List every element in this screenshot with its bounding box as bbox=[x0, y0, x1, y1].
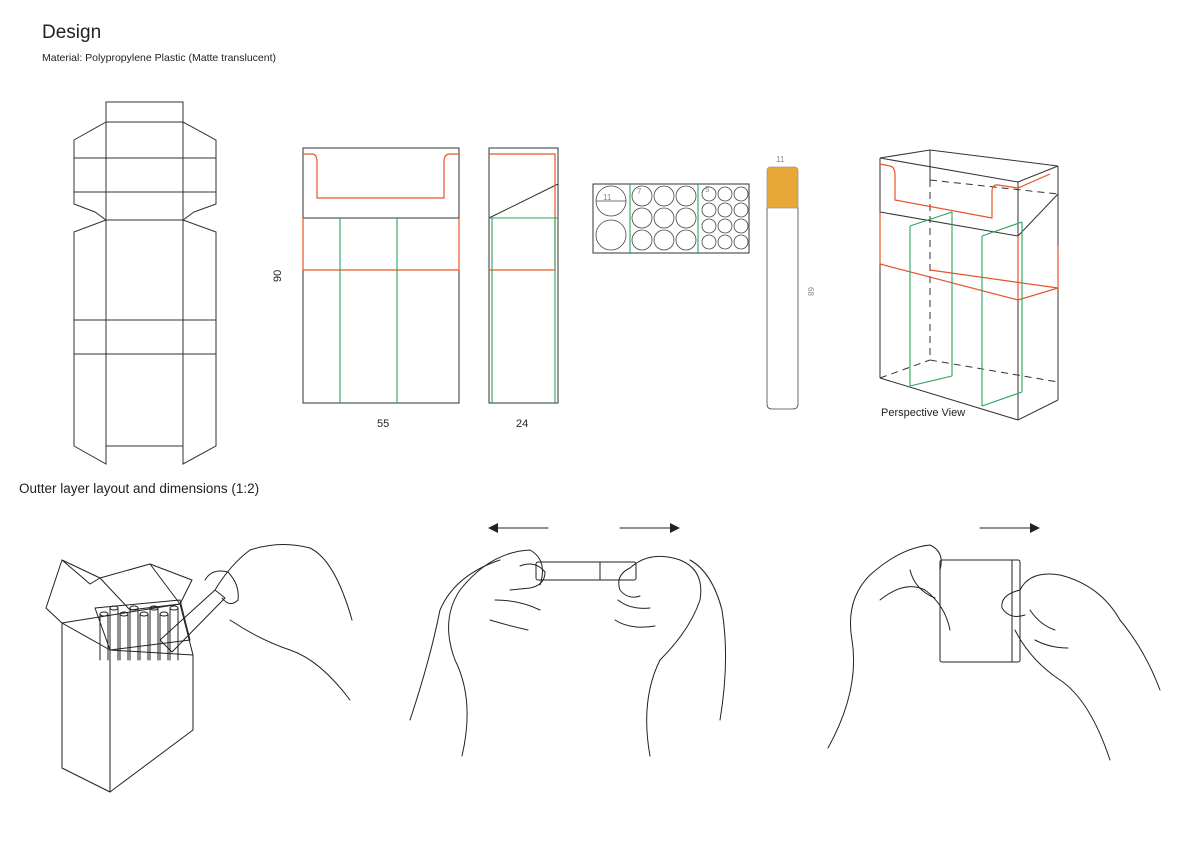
dieline bbox=[73, 101, 217, 465]
cigarette-tip bbox=[109, 605, 119, 611]
svg-text:5: 5 bbox=[705, 185, 710, 194]
cigarette bbox=[129, 607, 139, 661]
holder-circle bbox=[675, 207, 697, 229]
front-outline bbox=[302, 147, 460, 404]
cigarette-body bbox=[766, 208, 799, 410]
cigarette-tip bbox=[149, 605, 159, 611]
holder-circle bbox=[701, 218, 717, 234]
svg-text:7: 7 bbox=[637, 187, 642, 196]
side-view: 24 bbox=[488, 147, 559, 430]
cigarette-tip bbox=[119, 611, 129, 617]
cigarettes bbox=[99, 605, 179, 661]
cigarette-tip bbox=[139, 611, 149, 617]
holder-circle bbox=[675, 229, 697, 251]
holder-circle bbox=[717, 186, 733, 202]
holder-circle bbox=[675, 185, 697, 207]
holder-circle bbox=[733, 234, 749, 250]
cigarette bbox=[99, 613, 109, 661]
holder-circle bbox=[701, 202, 717, 218]
cigarette bbox=[109, 607, 119, 661]
side-inner-shell bbox=[489, 153, 556, 271]
holder-circle bbox=[653, 185, 675, 207]
layout-caption: Outter layer layout and dimensions (1:2) bbox=[19, 481, 260, 496]
cigarette-tip bbox=[129, 605, 139, 611]
pull-illustration bbox=[409, 523, 727, 757]
svg-text:11: 11 bbox=[776, 155, 785, 164]
cigarette bbox=[139, 613, 149, 661]
dieline-body bbox=[73, 219, 217, 465]
holder-circle bbox=[631, 229, 653, 251]
holder-circle bbox=[653, 229, 675, 251]
svg-text:11: 11 bbox=[603, 193, 612, 202]
dieline-top-tab bbox=[105, 101, 184, 123]
perspective-view: Perspective View bbox=[879, 149, 1059, 421]
front-inner-shell bbox=[302, 218, 460, 271]
cigarette bbox=[159, 613, 169, 661]
front-lid-cutout bbox=[303, 153, 459, 199]
circles-5mm bbox=[701, 186, 749, 250]
holder-circle bbox=[653, 207, 675, 229]
slide-illustration bbox=[827, 523, 1161, 761]
pack-illustration bbox=[45, 544, 353, 793]
holder-circle bbox=[717, 218, 733, 234]
cigarette-tip bbox=[99, 611, 109, 617]
height-label: 90 bbox=[272, 270, 284, 282]
width-label: 55 bbox=[377, 418, 389, 430]
cigarette-dimension: 11 68 bbox=[766, 155, 815, 410]
dieline-lid bbox=[73, 121, 217, 221]
holder-circle bbox=[717, 234, 733, 250]
page-title: Design bbox=[42, 22, 102, 43]
side-outline bbox=[488, 147, 559, 404]
material-note: Material: Polypropylene Plastic (Matte t… bbox=[42, 52, 277, 64]
cigarette bbox=[149, 607, 159, 661]
svg-text:68: 68 bbox=[806, 287, 815, 296]
holder-circle bbox=[733, 186, 749, 202]
holder-circle bbox=[733, 218, 749, 234]
holder-top-view: 11 7 5 bbox=[592, 183, 750, 254]
holder-circle bbox=[631, 207, 653, 229]
cigarette-filter bbox=[766, 166, 799, 209]
holder-circle bbox=[631, 185, 653, 207]
cigarette bbox=[119, 613, 129, 661]
cigarette-tip bbox=[159, 611, 169, 617]
holder-circle bbox=[717, 202, 733, 218]
holder-circle bbox=[701, 234, 717, 250]
circles-7mm bbox=[631, 185, 697, 251]
cigarette-tip bbox=[169, 605, 179, 611]
cigarette bbox=[169, 607, 179, 661]
front-view: 90 55 bbox=[272, 147, 460, 430]
depth-label: 24 bbox=[516, 418, 528, 430]
perspective-label: Perspective View bbox=[881, 407, 965, 419]
holder-circle bbox=[733, 202, 749, 218]
holder-outline bbox=[592, 183, 750, 254]
holder-circle bbox=[701, 186, 717, 202]
